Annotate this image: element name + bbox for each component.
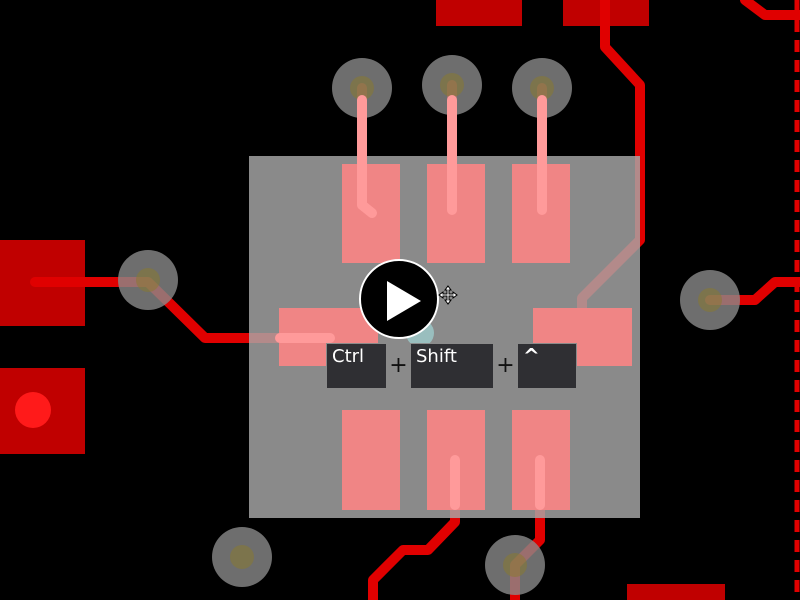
component-pad[interactable] xyxy=(342,410,400,510)
play-button[interactable] xyxy=(359,259,439,339)
pcb-pad[interactable] xyxy=(627,584,725,600)
via-hole xyxy=(136,268,160,292)
key-shift: Shift xyxy=(410,343,494,389)
key-separator: + xyxy=(389,353,408,378)
key-separator: + xyxy=(496,353,515,378)
pcb-pad[interactable] xyxy=(436,0,522,26)
pad-trace xyxy=(357,95,377,218)
move-cursor-icon xyxy=(438,285,458,305)
key-ctrl: Ctrl xyxy=(326,343,387,389)
play-icon xyxy=(387,281,421,321)
key-caret-up: ^ xyxy=(517,343,577,389)
pcb-pad-round[interactable] xyxy=(15,392,51,428)
via-hole xyxy=(503,553,527,577)
via-hole xyxy=(530,76,554,100)
via-hole xyxy=(698,288,722,312)
via-hole xyxy=(230,545,254,569)
via-hole xyxy=(350,76,374,100)
pcb-trace[interactable] xyxy=(740,0,800,20)
keyboard-shortcut-overlay: Ctrl + Shift + ^ xyxy=(326,343,577,391)
via-hole xyxy=(440,73,464,97)
